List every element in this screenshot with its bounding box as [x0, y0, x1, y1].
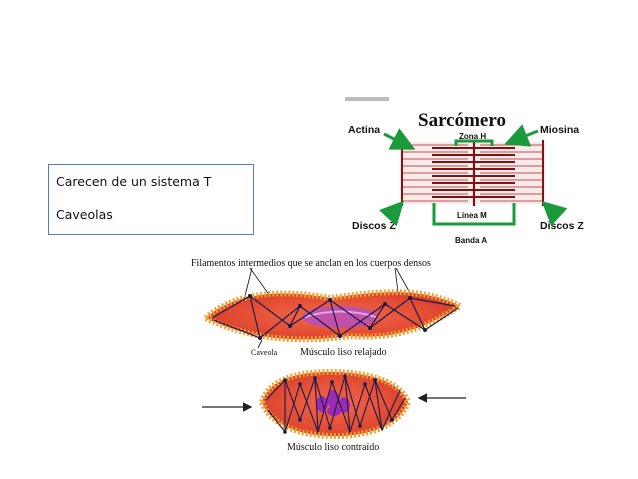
arrow-discos-z-right — [541, 200, 568, 227]
label-zona-h: Zona H — [459, 132, 486, 141]
label-discos-z-left: Discos Z — [352, 220, 396, 232]
filaments-caption: Filamentos intermedios que se anclan en … — [191, 258, 431, 269]
caveola-label: Caveola — [251, 348, 278, 357]
h-zone-bracket — [454, 139, 494, 146]
a-band-bracket — [432, 203, 516, 226]
textbox-line-caveolas: Caveolas — [56, 207, 113, 222]
label-actina: Actina — [348, 124, 380, 136]
label-miosina: Miosina — [540, 124, 579, 136]
smooth-muscle-diagram: Filamentos intermedios que se anclan en … — [191, 258, 467, 453]
arrow-miosina — [504, 124, 539, 147]
label-linea-m: Línea M — [457, 211, 487, 220]
arrow-discos-z-left — [378, 200, 405, 227]
relaxed-caption: Músculo liso relajado — [300, 347, 387, 358]
contracted-smooth-muscle-cell — [258, 368, 412, 440]
cropped-header-remnant — [345, 97, 389, 101]
contracted-dense-bodies — [283, 374, 394, 434]
myofilament-bundle — [400, 140, 545, 206]
label-discos-z-right: Discos Z — [540, 220, 584, 232]
relaxed-dense-bodies — [248, 294, 427, 340]
label-banda-a: Banda A — [455, 236, 487, 245]
textbox-line-no-t-system: Carecen de un sistema T — [56, 174, 212, 189]
contracted-caption: Músculo liso contraído — [287, 442, 379, 453]
caveola-pointer — [257, 339, 263, 349]
actin-filaments — [402, 144, 543, 202]
sarcomere-title: Sarcómero — [418, 110, 506, 131]
relaxed-smooth-muscle-cell — [200, 289, 467, 343]
sarcomere-diagram: Sarcómero — [345, 97, 584, 245]
arrow-actina — [383, 128, 416, 150]
info-textbox: Carecen de un sistema T Caveolas — [48, 164, 254, 235]
